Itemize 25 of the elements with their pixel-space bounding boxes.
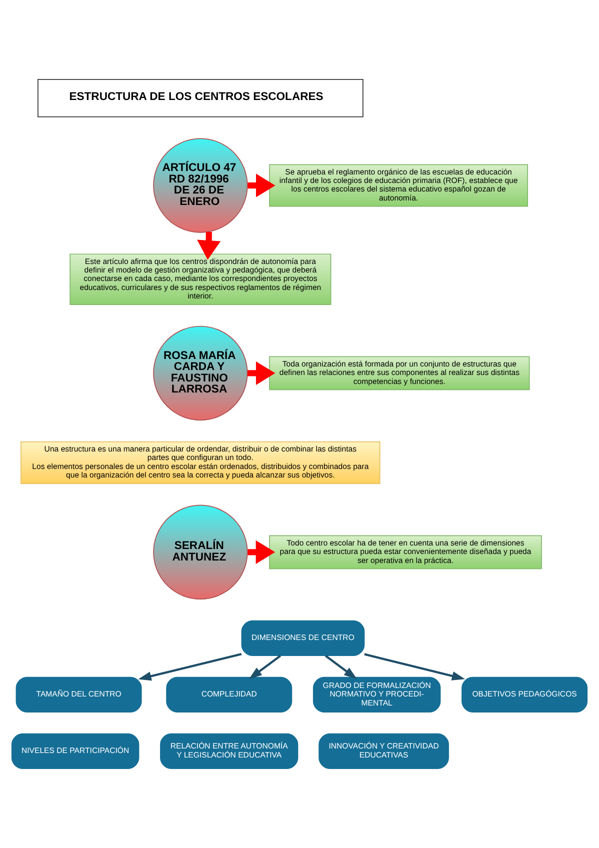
node-box: Este artículo afirma que los centros dispondrán de autonomía para definir el modelo de gestión organizativa y pedagógica, que deberá conectarse en cada caso, mediante los correspondientes proyectos educativos, curriculares y de sus respectivos reglamentos de régimen interior.	[70, 254, 332, 305]
node-box: COMPLEJIDAD	[166, 676, 292, 712]
node-box: RELACIÓN ENTRE AUTONOMÍA Y LEGISLACIÓN EDUCATIVA	[160, 733, 298, 769]
arrow	[324, 654, 358, 680]
arrow	[248, 654, 282, 680]
arrow	[248, 174, 276, 198]
arrow	[138, 653, 242, 681]
arrow	[247, 361, 276, 385]
node-box: Una estructura es una manera particular de ordendar, distribuir o de combinar las distintas partes que configuran un todo. Los elementos personales de un centro escolar están ordenados, distribuidos y combinados para que la organización del centro sea la correcta y pueda alcanzar sus objetivos.	[20, 441, 380, 484]
node-box: INNOVACIÓN Y CREATIVIDAD EDUCATIVAS	[318, 733, 449, 769]
node-box: GRADO DE FORMALIZACIÓN NORMATIVO Y PROCEDI- MENTAL	[312, 676, 441, 712]
node-box: OBJETIVOS PEDAGÓGICOS	[462, 676, 588, 712]
arrow	[248, 540, 276, 564]
node-box: DIMENSIONES DE CENTRO	[241, 620, 365, 656]
arrow	[364, 653, 466, 680]
node-circle: ARTÍCULO 47 RD 82/1996 DE 26 DE ENERO	[153, 138, 248, 233]
node-circle: SERALÍN ANTUNEZ	[153, 504, 248, 600]
node-box: NIVELES DE PARTICIPACIÓN	[11, 733, 140, 769]
node-circle: ROSA MARÍA CARDA Y FAUSTINO LARROSA	[153, 326, 248, 421]
arrow	[197, 232, 221, 260]
node-box: ESTRUCTURA DE LOS CENTROS ESCOLARES	[38, 79, 364, 118]
node-box: Todo centro escolar ha de tener en cuenta una serie de dimensiones para que su estructura pueda estar convenientemente diseñada y pueda ser operativa en la práctica.	[269, 535, 542, 570]
node-box: Se aprueba el reglamento orgánico de las escuelas de educación infantil y de los colegios de educación primaria (ROF), establece que los centros escolares del sistema educativo español gozan de autonomía.	[269, 164, 528, 207]
node-box: TAMAÑO DEL CENTRO	[16, 676, 142, 712]
node-box: Toda organización está formada por un conjunto de estructuras que definen las relaciones entre sus componentes al realizar sus distintas competencias y funciones.	[269, 356, 530, 390]
